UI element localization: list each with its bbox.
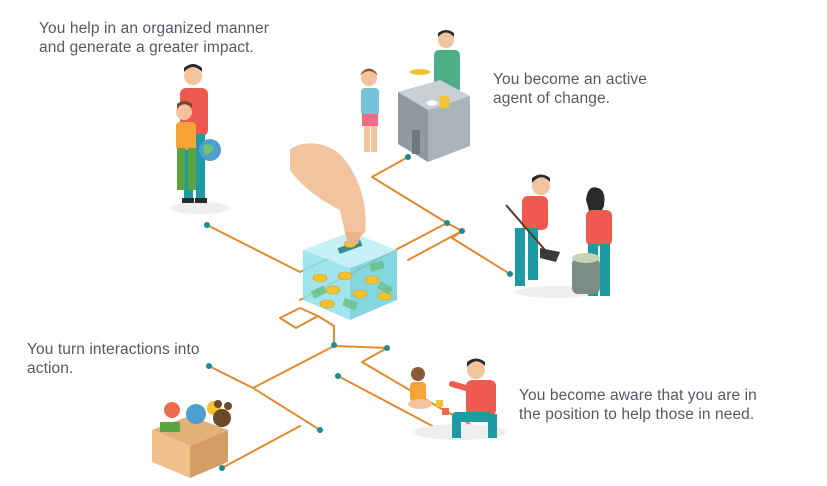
connector-bottom-left-b — [221, 425, 301, 469]
man-with-baby-illustration — [408, 358, 506, 440]
connector-box-bottom — [279, 307, 319, 329]
man-with-child-illustration — [170, 64, 230, 214]
connector-bottom-right-b — [337, 375, 441, 431]
caption-aware-to-help: You become aware that you are in the pos… — [519, 387, 757, 423]
node — [317, 427, 323, 433]
connector-middle — [208, 315, 335, 389]
connector-nodes — [204, 154, 513, 471]
toy-box-illustration — [152, 400, 232, 478]
node — [331, 342, 337, 348]
donation-box — [303, 232, 397, 320]
caption-interactions-into-action: You turn interactions into action. — [27, 341, 200, 377]
connector-bottom-left — [252, 387, 321, 431]
node — [444, 220, 450, 226]
hand-illustration — [290, 143, 366, 244]
cleaning-people-illustration — [505, 174, 612, 298]
connector-right — [451, 230, 511, 275]
node — [204, 222, 210, 228]
node — [384, 345, 390, 351]
node — [219, 465, 225, 471]
node — [206, 363, 212, 369]
node — [405, 154, 411, 160]
node — [507, 271, 513, 277]
caption-organized-impact: You help in an organized manner and gene… — [39, 20, 270, 56]
food-serving-illustration — [360, 30, 470, 162]
connector-bottom-right-a — [333, 345, 441, 409]
node — [459, 228, 465, 234]
caption-agent-of-change: You become an active agent of change. — [493, 71, 647, 107]
node — [335, 373, 341, 379]
